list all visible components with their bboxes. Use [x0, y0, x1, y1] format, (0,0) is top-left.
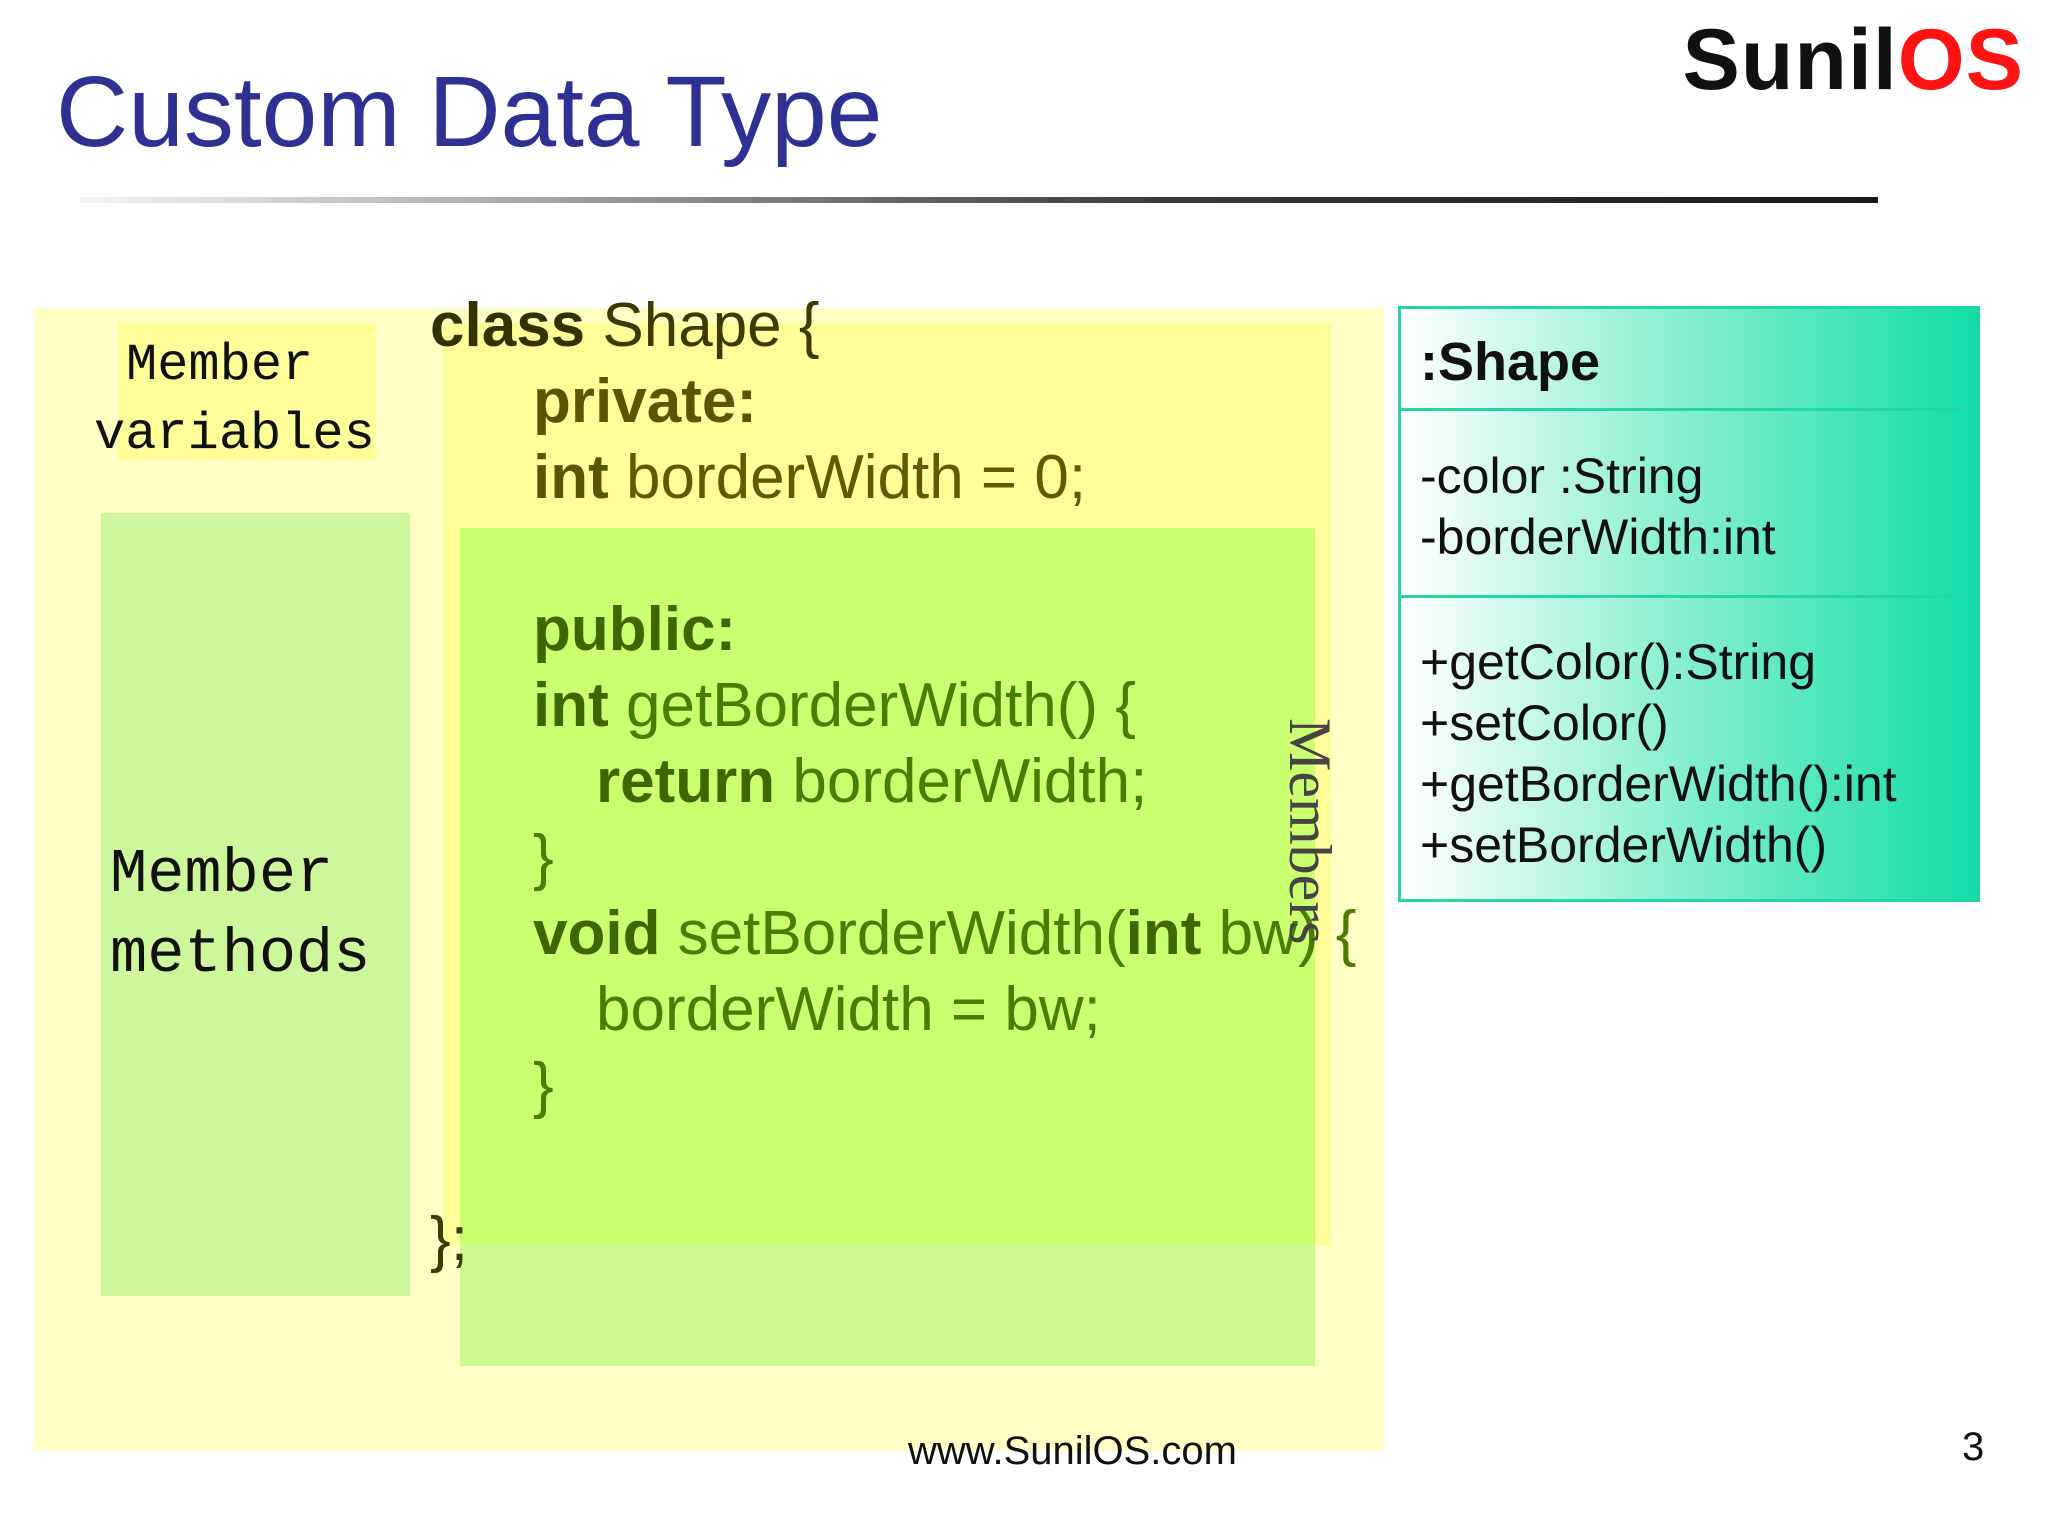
member-methods-label-line2: methods	[110, 919, 371, 990]
member-variables-highlight	[118, 323, 376, 460]
member-variables-label-line1: Member	[126, 336, 314, 395]
code-line-return: return borderWidth;	[596, 747, 1148, 816]
slide-title: Custom Data Type	[56, 56, 883, 168]
code-line-close-class: };	[430, 1205, 468, 1274]
uml-attribute: -color :String	[1420, 448, 1704, 504]
methods-region-highlight	[460, 528, 1315, 1244]
code-line-close-setter: }	[533, 1051, 554, 1120]
uml-class-box	[1398, 306, 1980, 902]
member-variables-label-line2: variables	[94, 405, 375, 464]
title-divider	[80, 197, 1878, 203]
member-methods-highlight	[101, 513, 410, 1296]
code-line-getter: int getBorderWidth() {	[533, 671, 1136, 740]
code-line-field: int borderWidth = 0;	[533, 443, 1087, 512]
sunilos-logo: SunilOS	[1683, 10, 2024, 110]
code-line-class: class Shape {	[430, 291, 820, 360]
code-line-private: private:	[533, 367, 757, 436]
code-line-public: public:	[533, 595, 737, 664]
uml-divider-name	[1401, 408, 1977, 411]
uml-divider-attributes	[1401, 595, 1977, 598]
code-line-close-getter: }	[533, 823, 554, 892]
members-label: Members	[1277, 718, 1343, 945]
code-line-setter: void setBorderWidth(int bw) {	[533, 899, 1357, 968]
uml-attribute: -borderWidth:int	[1420, 509, 1776, 565]
footer-url: www.SunilOS.com	[908, 1429, 1237, 1473]
logo-accent-text: OS	[1897, 12, 2024, 108]
uml-method: +setBorderWidth()	[1420, 817, 1828, 873]
code-line-assign: borderWidth = bw;	[596, 975, 1101, 1044]
page-number: 3	[1962, 1425, 1985, 1469]
member-methods-label-line1: Member	[110, 839, 334, 910]
uml-class-name: :Shape	[1420, 332, 1601, 392]
logo-main-text: Sunil	[1682, 12, 1898, 108]
uml-method: +getColor():String	[1420, 634, 1816, 690]
uml-method: +setColor()	[1420, 695, 1669, 751]
uml-method: +getBorderWidth():int	[1420, 756, 1897, 812]
